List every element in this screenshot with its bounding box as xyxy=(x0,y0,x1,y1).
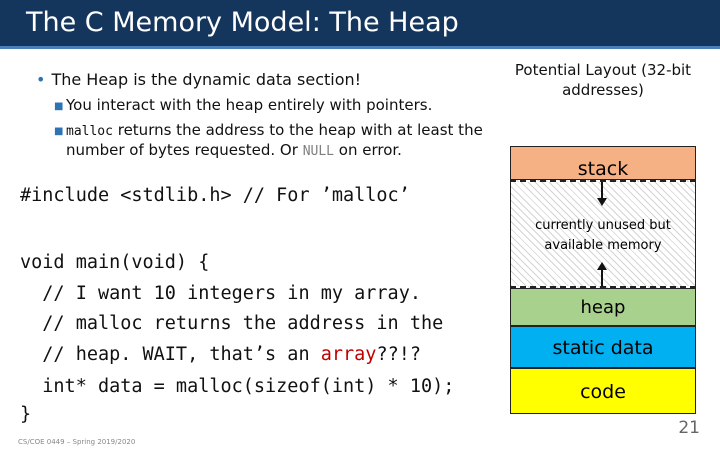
sub-bullet-pointers-text: You interact with the heap entirely with… xyxy=(66,96,433,114)
stack-grow-arrow-icon xyxy=(597,182,607,206)
square-bullet-icon: ■ xyxy=(54,101,64,112)
title-bar xyxy=(0,0,720,46)
code-close-brace: } xyxy=(20,404,32,425)
code-main-line: void main(void) { xyxy=(20,252,210,273)
stack-region: stack xyxy=(510,146,696,180)
code-comment-3: // heap. WAIT, that’s an array??!? xyxy=(20,345,421,365)
sub-bullet-malloc-end: on error. xyxy=(334,141,402,159)
square-bullet-icon: ■ xyxy=(54,126,64,137)
heap-label: heap xyxy=(580,297,626,318)
static-data-label: static data xyxy=(552,337,654,359)
code-region-label: code xyxy=(580,381,626,403)
null-code-word: NULL xyxy=(302,144,334,159)
code-include-line: #include <stdlib.h> // For ’malloc’ xyxy=(20,185,410,206)
code-comment-3-start: // heap. WAIT, that’s an xyxy=(20,344,321,365)
unused-region: currently unused but available memory xyxy=(510,180,696,288)
unused-label: currently unused but available memory xyxy=(535,218,671,253)
slide-footer: CS/COE 0449 – Spring 2019/2020 xyxy=(18,438,136,446)
code-comment-1: // I want 10 integers in my array. xyxy=(20,283,421,304)
heap-region: heap xyxy=(510,288,696,326)
malloc-code-word: malloc xyxy=(66,124,113,139)
bullet-dot: • xyxy=(36,70,46,89)
code-alloc-line: int* data = malloc(sizeof(int) * 10); xyxy=(20,376,455,397)
page-number: 21 xyxy=(678,418,700,438)
title-accent-line xyxy=(0,46,720,49)
code-comment-3-end: ??!? xyxy=(376,344,421,365)
main-bullet-text: The Heap is the dynamic data section! xyxy=(51,70,362,89)
stack-label: stack xyxy=(577,158,629,180)
static-data-region: static data xyxy=(510,326,696,368)
sub-bullet-malloc: ■ malloc returns the address to the heap… xyxy=(54,121,496,161)
layout-title: Potential Layout (32-bit addresses) xyxy=(514,61,692,99)
main-bullet: • The Heap is the dynamic data section! xyxy=(36,70,361,89)
slide-title: The C Memory Model: The Heap xyxy=(26,7,459,38)
code-region: code xyxy=(510,368,696,414)
heap-grow-arrow-icon xyxy=(597,262,607,286)
code-array-word: array xyxy=(320,344,377,365)
sub-bullet-malloc-text: returns the address to the heap with at … xyxy=(66,121,483,159)
sub-bullet-pointers: ■ You interact with the heap entirely wi… xyxy=(54,96,506,114)
code-comment-2: // malloc returns the address in the xyxy=(20,313,444,334)
